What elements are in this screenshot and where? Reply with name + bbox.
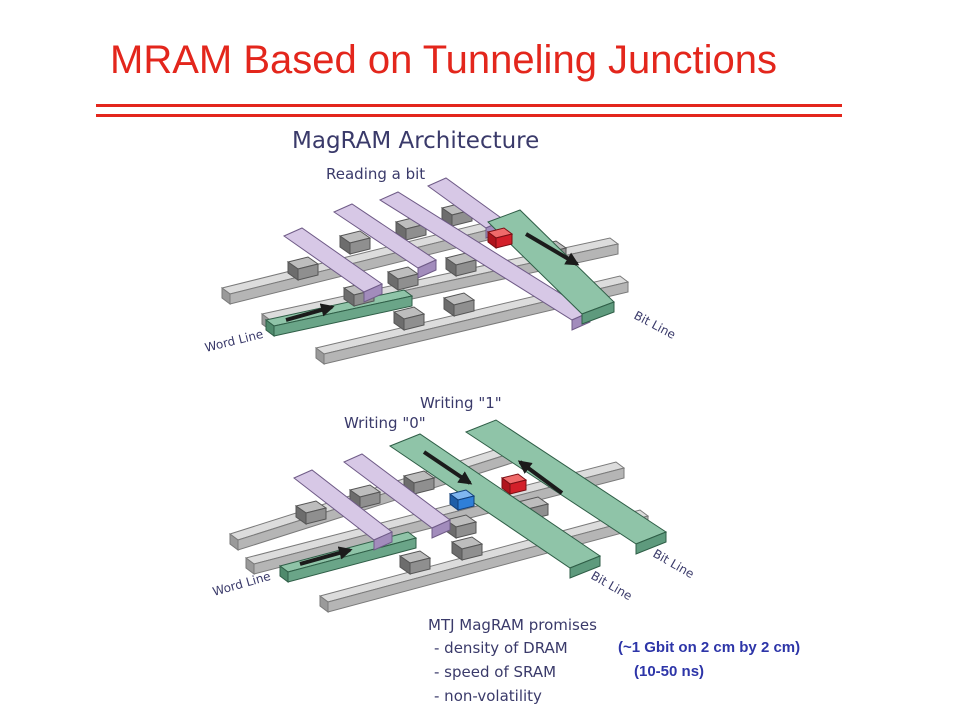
bit-line-label: Bit Line [589,568,635,603]
tunnel-junction [286,256,320,281]
tunnel-junction [348,484,382,509]
promises-list: MTJ MagRAM promises - density of DRAM - … [428,616,597,705]
bit-line [487,209,615,325]
tunnel-junction [394,216,428,241]
writing-diagram: Word Line Bit Line Bit Line [211,419,697,613]
tunnel-junction [442,292,476,317]
title-rule-bottom [96,114,842,117]
tunnel-junction [392,306,426,331]
word-line-label: Word Line [211,569,272,599]
tunnel-junction [444,514,478,539]
reading-bit-label: Reading a bit [326,165,425,183]
bit-line-label: Bit Line [632,308,678,342]
promise-item-non-volatility: - non-volatility [434,687,542,705]
word-line-label: Word Line [203,327,264,355]
tunnel-junction [338,230,372,255]
current-arrow [517,460,564,495]
current-arrow [299,546,353,566]
bit-line [464,419,668,555]
bit-line [388,433,602,579]
speed-note: (10-50 ns) [634,663,705,680]
tunnel-junction [398,550,432,575]
promises-heading: MTJ MagRAM promises [428,616,597,634]
slide-title: MRAM Based on Tunneling Junctions [110,38,778,82]
selected-bit-blue [448,489,476,511]
density-note: (~1 Gbit on 2 cm by 2 cm) [618,639,801,656]
promise-item-speed: - speed of SRAM [434,663,556,681]
tunnel-junction [386,266,420,291]
tunnel-junction [444,252,478,277]
writing-zero-label: Writing "0" [344,414,426,432]
writing-one-label: Writing "1" [420,394,502,412]
current-arrow [524,232,580,266]
selected-bit-red [500,473,528,495]
reading-diagram: Word Line Bit Line [203,177,678,365]
promise-item-density: - density of DRAM [434,639,568,657]
bit-line-label: Bit Line [651,546,697,581]
current-arrow [422,450,473,485]
current-arrow [285,303,335,322]
bit-line [332,203,438,279]
title-rule-top [96,104,842,107]
diagram-heading: MagRAM Architecture [292,128,539,154]
bit-line [343,453,451,539]
tunnel-junction [294,500,328,525]
bit-line [282,227,384,303]
tunnel-junction [450,536,484,561]
bit-line [293,469,393,551]
selected-bit-red [486,227,514,249]
